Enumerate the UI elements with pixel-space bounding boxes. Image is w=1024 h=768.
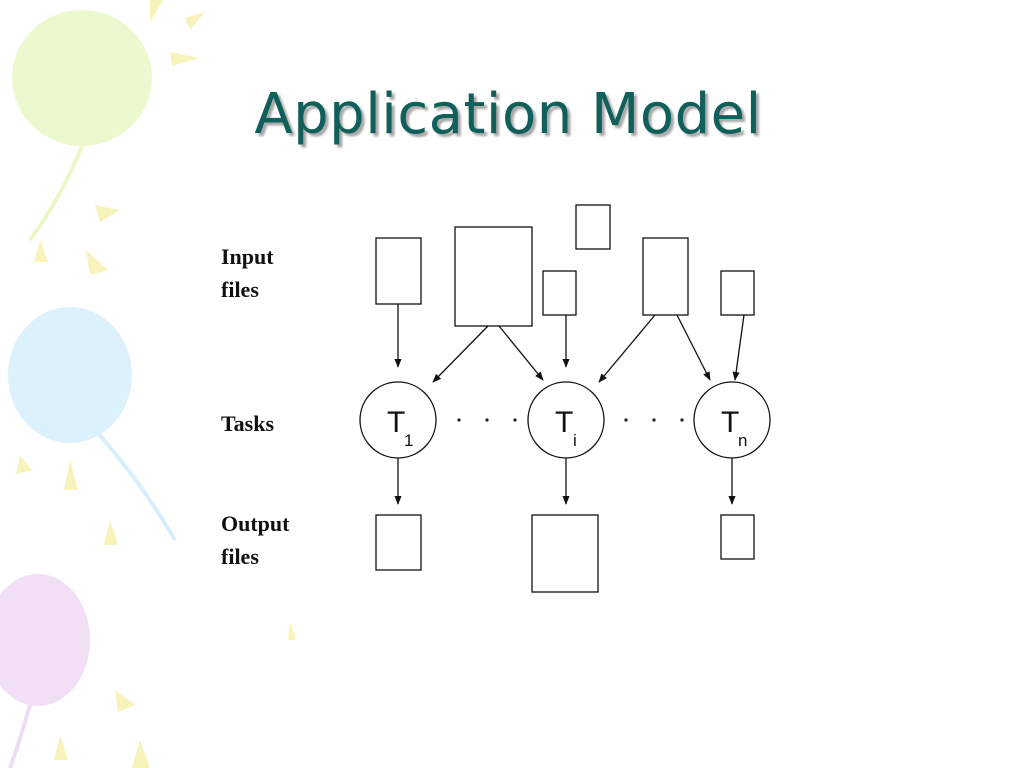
row-label-tasks: Tasks (221, 411, 274, 436)
slide-title: Application Model (254, 82, 762, 147)
output-file-box (531, 514, 599, 593)
row-label-output-line1: Output (221, 511, 290, 536)
input-file-box (375, 237, 422, 305)
input-file-box (642, 237, 689, 316)
row-label-input-line2: files (221, 277, 259, 302)
task-node-n: T n (693, 381, 771, 459)
task-subscript: i (573, 431, 577, 450)
task-node-1: T 1 (359, 381, 437, 459)
task-node-i: T i (527, 381, 605, 459)
task-subscript: 1 (404, 431, 413, 450)
edge-arrow (598, 314, 656, 383)
edge-arrow (676, 314, 711, 381)
ray-decorations (16, 0, 296, 768)
ellipsis-dots (457, 418, 684, 422)
balloon-purple-icon (0, 574, 90, 768)
task-symbol: T (555, 406, 573, 439)
balloon-green-icon (12, 10, 152, 242)
input-file-box (454, 226, 533, 327)
row-label-output-line2: files (221, 544, 259, 569)
task-subscript: n (738, 431, 747, 450)
edge-arrow (498, 325, 544, 381)
edge-arrow (732, 314, 745, 381)
task-symbol: T (721, 406, 739, 439)
input-file-box (575, 204, 611, 250)
output-file-box (720, 514, 755, 560)
task-symbol: T (387, 406, 405, 439)
row-label-input-line1: Input (221, 244, 274, 269)
edge-arrow (432, 325, 489, 383)
input-file-box (542, 270, 577, 316)
balloon-blue-icon (8, 307, 177, 542)
input-file-box (720, 270, 755, 316)
output-file-box (375, 514, 422, 571)
